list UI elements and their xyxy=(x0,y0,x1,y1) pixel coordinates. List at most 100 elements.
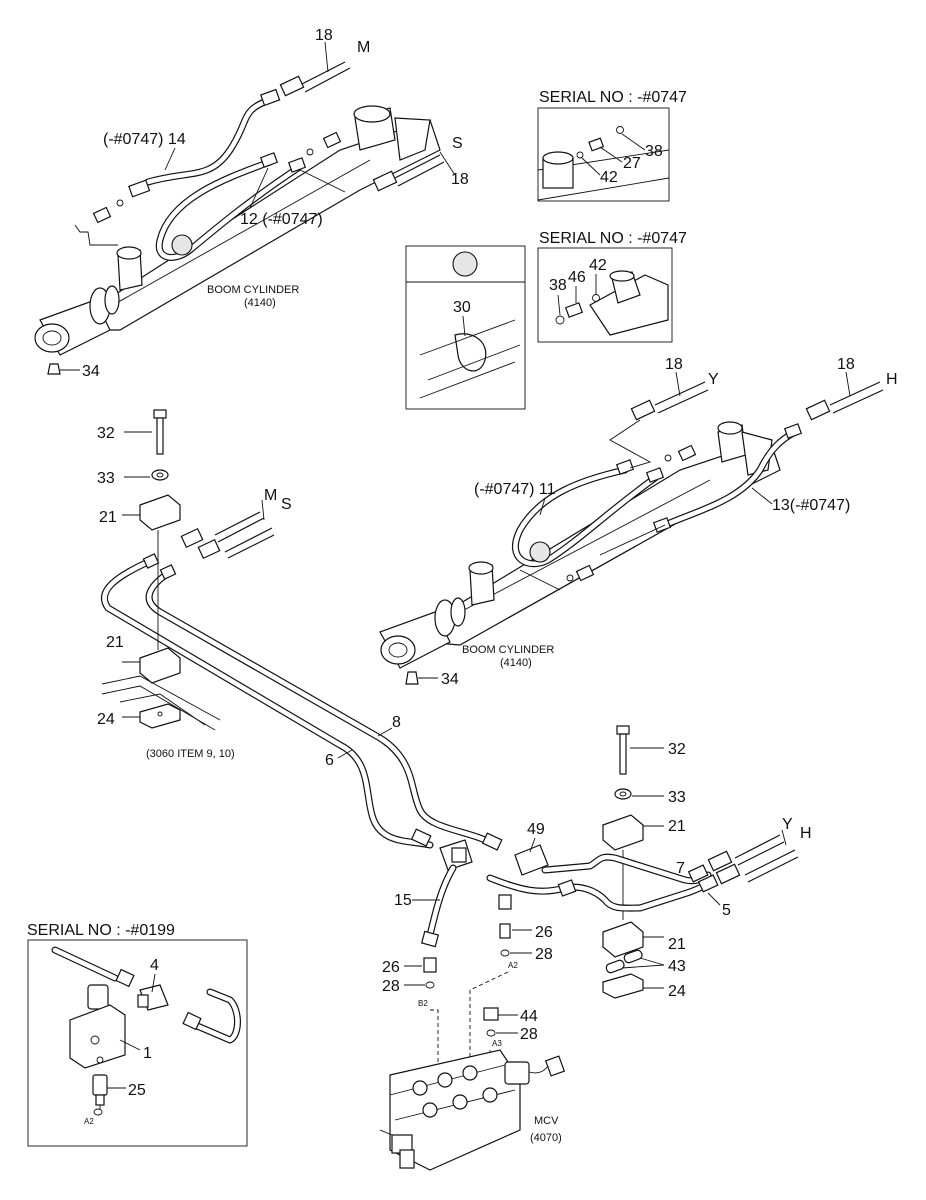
bolt-32-right xyxy=(616,725,630,775)
callout-26-b: 26 xyxy=(382,959,400,976)
hose-14 xyxy=(128,88,281,198)
callout-11: (-#0747) 11 xyxy=(474,481,556,498)
serial-box-mid xyxy=(537,247,673,343)
ref-note-3060: (3060 ITEM 9, 10) xyxy=(146,748,235,760)
callout-4: 4 xyxy=(150,957,159,974)
port-label-m-top: M xyxy=(357,39,370,56)
callout-21-b: 21 xyxy=(106,634,124,651)
fitting-26-a xyxy=(498,894,512,939)
callout-14: (-#0747) 14 xyxy=(103,131,186,148)
callout-5: 5 xyxy=(722,902,731,919)
boom-cylinder-right-label: BOOM CYLINDER xyxy=(462,644,554,656)
callout-21-a: 21 xyxy=(99,509,117,526)
boom-cylinder-top-ref: (4140) xyxy=(244,297,276,309)
callout-44: 44 xyxy=(520,1008,538,1025)
port-label-m-mid: M xyxy=(264,487,277,504)
port-label-y-low: Y xyxy=(782,816,793,833)
callout-32-right: 32 xyxy=(668,741,686,758)
callout-15: 15 xyxy=(394,892,412,909)
hose-11 xyxy=(511,459,665,568)
callout-46: 46 xyxy=(568,269,586,286)
callout-21-d: 21 xyxy=(668,936,686,953)
callout-24-right: 24 xyxy=(668,983,686,1000)
callout-34-right: 34 xyxy=(441,671,459,688)
mcv-valve-block xyxy=(379,1049,566,1171)
serial-box-mid-title: SERIAL NO : -#0747 xyxy=(539,230,687,247)
port-label-h-low: H xyxy=(800,825,812,842)
callout-34-top: 34 xyxy=(82,363,100,380)
port-label-a2-box: A2 xyxy=(84,1117,94,1126)
pipe-8 xyxy=(145,564,503,851)
serial-box-bottom xyxy=(27,939,248,1147)
callout-49: 49 xyxy=(527,821,545,838)
callout-27: 27 xyxy=(623,155,641,172)
callout-28-a: 28 xyxy=(535,946,553,963)
serial-box-bottom-title: SERIAL NO : -#0199 xyxy=(27,922,175,939)
boom-cylinder-right xyxy=(379,421,781,669)
mcv-label: MCV xyxy=(534,1115,559,1127)
hose-18-h xyxy=(805,371,884,421)
washer-33-right xyxy=(614,788,632,800)
hoses-ms-mid xyxy=(180,499,275,560)
port-label-b2: B2 xyxy=(418,999,428,1008)
hose-18-m xyxy=(279,41,351,97)
callout-21-c: 21 xyxy=(668,818,686,835)
serial-box-top-title: SERIAL NO : -#0747 xyxy=(539,89,687,106)
callout-1: 1 xyxy=(143,1045,152,1062)
clamp-21-lower-left xyxy=(139,647,181,684)
callout-38-b: 38 xyxy=(549,277,567,294)
callout-13: 13(-#0747) xyxy=(772,497,850,514)
plug-44 xyxy=(483,1007,499,1021)
callout-32-left: 32 xyxy=(97,425,115,442)
callout-7: 7 xyxy=(676,860,685,877)
plug-34-right xyxy=(405,671,419,685)
callout-33-left: 33 xyxy=(97,470,115,487)
port-label-a2-mid: A2 xyxy=(508,961,518,970)
callout-30: 30 xyxy=(453,299,471,316)
hose-18-s xyxy=(372,151,456,192)
port-label-s-top: S xyxy=(452,135,463,152)
port-label-a3: A3 xyxy=(492,1039,502,1048)
plate-24-right xyxy=(602,973,644,999)
callout-18-s: 18 xyxy=(451,171,469,188)
mcv-ref: (4070) xyxy=(530,1132,562,1144)
callout-43: 43 xyxy=(668,958,686,975)
detail-box-30 xyxy=(405,245,526,410)
callout-18-h: 18 xyxy=(837,356,855,373)
hose-18-y xyxy=(609,371,709,469)
clamp-21-upper-right xyxy=(602,814,644,851)
plate-24-left xyxy=(139,703,181,729)
serial-box-top xyxy=(537,107,670,202)
callout-6: 6 xyxy=(325,752,334,769)
washer-33-left xyxy=(151,469,169,481)
boom-cylinder-right-ref: (4140) xyxy=(500,657,532,669)
callout-28-b: 28 xyxy=(382,978,400,995)
bolt-32-left xyxy=(153,409,167,455)
plug-34-top xyxy=(47,363,61,375)
boom-cylinder-top xyxy=(34,105,441,356)
callout-42-b: 42 xyxy=(589,257,607,274)
port-label-h-right: H xyxy=(886,371,898,388)
pipe-6 xyxy=(101,553,434,849)
callout-28-c: 28 xyxy=(520,1026,538,1043)
callout-24-left: 24 xyxy=(97,711,115,728)
clamp-21-lower-right xyxy=(602,921,644,958)
boom-cylinder-top-label: BOOM CYLINDER xyxy=(207,284,299,296)
callout-18-y: 18 xyxy=(665,356,683,373)
callout-18-top: 18 xyxy=(315,27,333,44)
frame-rails xyxy=(101,675,221,731)
callout-33-right: 33 xyxy=(668,789,686,806)
callout-42-a: 42 xyxy=(600,169,618,186)
tee-fitting-left xyxy=(439,839,473,871)
pipe-5 xyxy=(486,874,716,912)
hose-13 xyxy=(599,423,803,556)
port-label-s-mid: S xyxy=(281,496,292,513)
hose-12 xyxy=(155,152,307,261)
callout-25: 25 xyxy=(128,1082,146,1099)
fitting-26-b xyxy=(423,957,437,973)
clamp-21-upper-left xyxy=(139,494,181,531)
hoses-yh-low xyxy=(707,829,799,885)
port-label-y-right: Y xyxy=(708,371,719,388)
pipe-15 xyxy=(420,864,457,948)
